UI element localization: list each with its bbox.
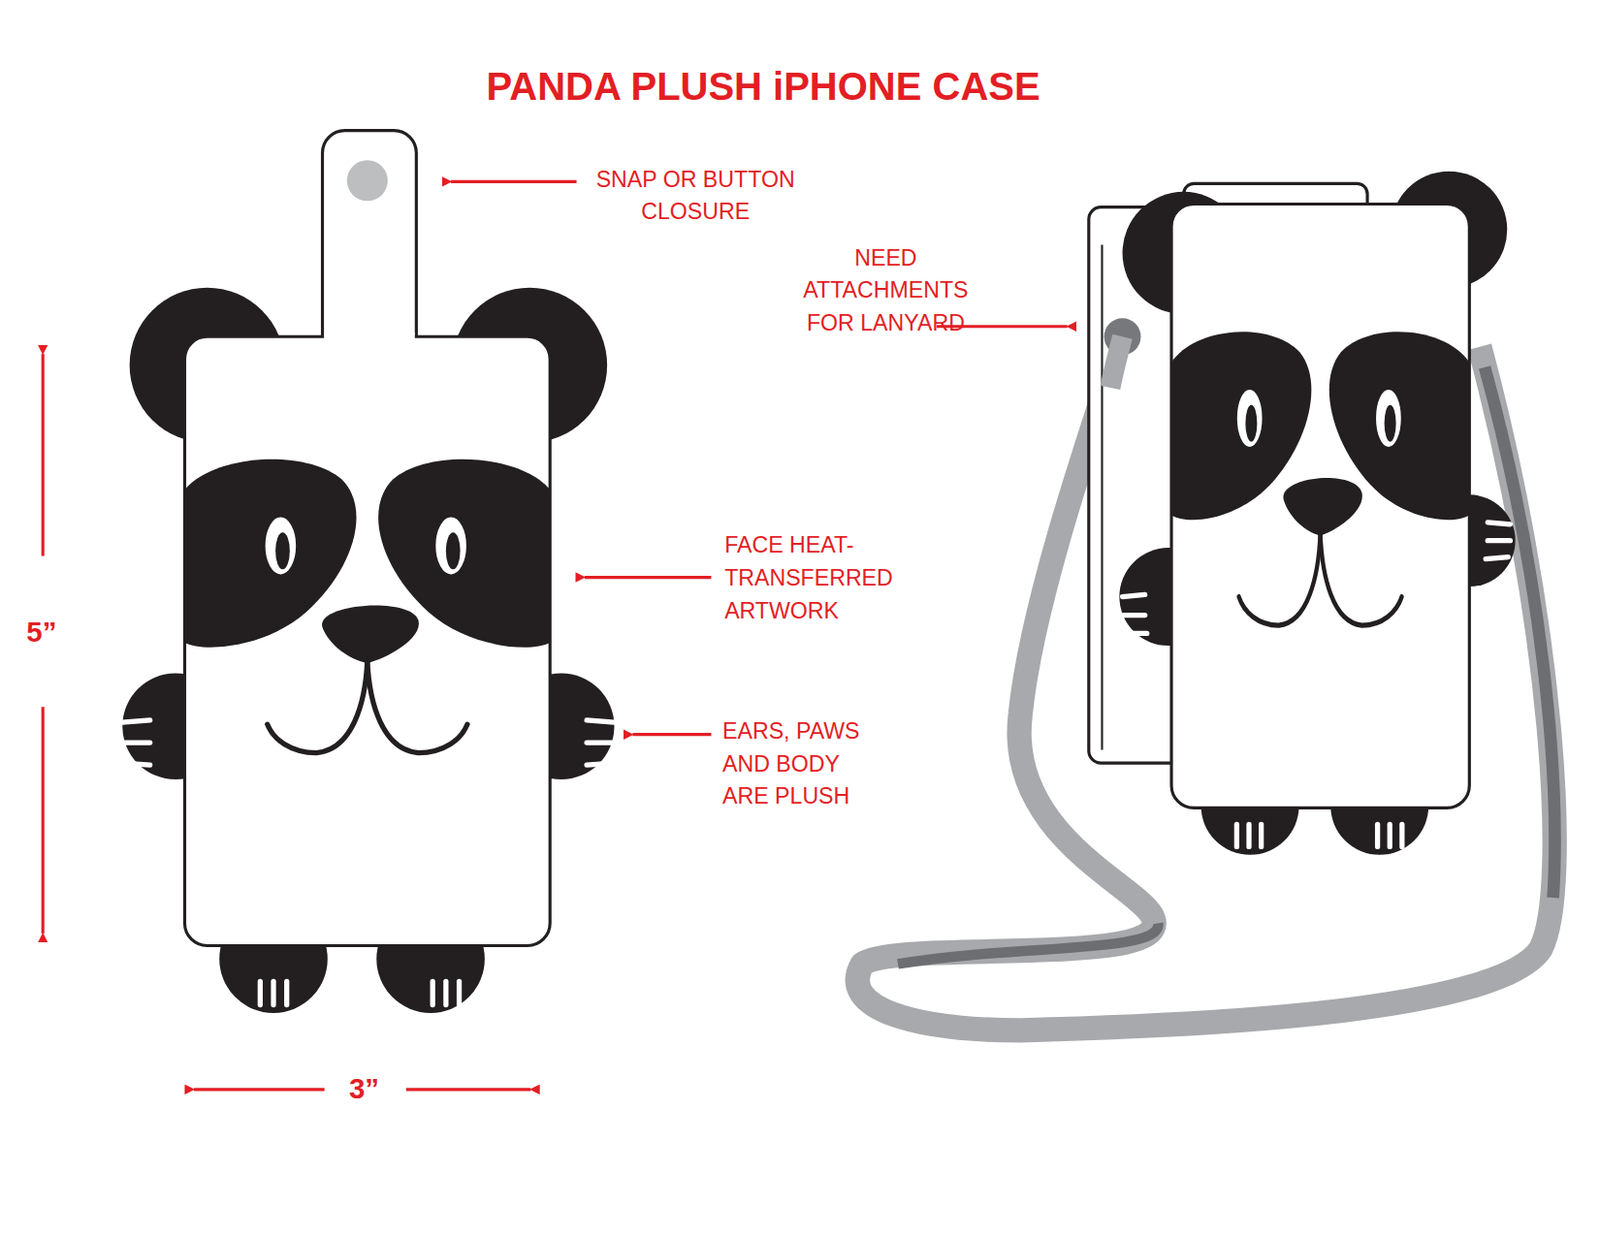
callout-label: NEED ATTACHMENTS FOR LANYARD <box>802 241 968 340</box>
leader-arrows <box>42 181 1068 1090</box>
callout-label: SNAP OR BUTTON CLOSURE <box>585 162 805 228</box>
flat-panda-case <box>122 130 614 1014</box>
diagram-title: PANDA PLUSH iPHONE CASE <box>486 63 1041 110</box>
dimension-label: 5” <box>26 613 57 651</box>
callout-label: FACE HEAT-TRANSFERRED ARTWORK <box>724 529 894 628</box>
callout-label: EARS, PAWS AND BODY ARE PLUSH <box>722 715 876 814</box>
dimension-label: 3” <box>349 1071 380 1109</box>
panda-case-perspective <box>1088 171 1516 856</box>
